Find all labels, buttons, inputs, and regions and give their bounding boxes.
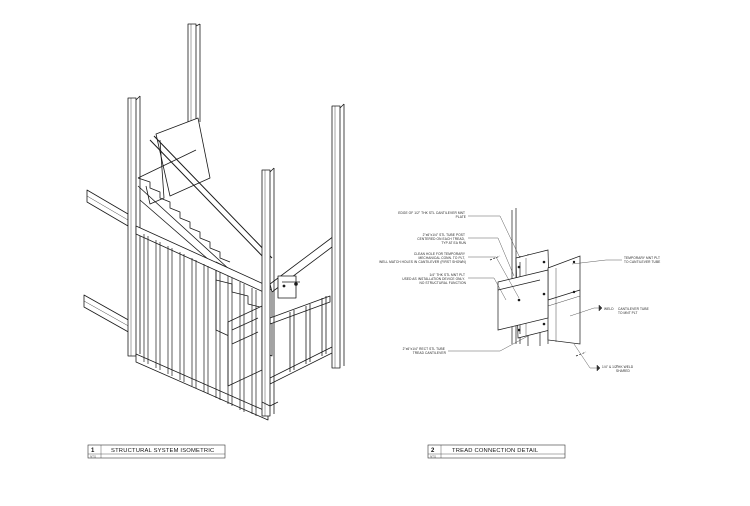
callout-mount-plate: 1/4" THK STL MNT PLT USED AS INSTALLATIO… bbox=[402, 273, 466, 285]
callouts-left: EDGE OF 1/2" THK STL CANTILEVER MNT PLAT… bbox=[379, 211, 466, 355]
callout-edge-plate: EDGE OF 1/2" THK STL CANTILEVER MNT PLAT… bbox=[398, 211, 466, 219]
right-landing-rail bbox=[269, 235, 337, 385]
drawing-1-scale: NTS bbox=[90, 454, 96, 458]
callouts-right: TEMPORARY MNT PLT TO CANTILEVER TUBE WEL… bbox=[602, 256, 661, 373]
tread-cantilever-tube bbox=[547, 255, 581, 345]
right-steel-column bbox=[331, 103, 345, 369]
mount-plate bbox=[497, 269, 549, 331]
drawing-2-number: 2 bbox=[431, 448, 435, 454]
callout-tread-cantilever: 2"x6"x1/4" RECT STL TUBE TREAD CANTILEVE… bbox=[403, 347, 447, 355]
callout-leaders bbox=[448, 215, 622, 369]
upper-steel-column bbox=[187, 23, 201, 125]
center-steel-column bbox=[261, 167, 275, 417]
callout-weld-tube: WELD CANTILEVER TUBE TO MNT PLT bbox=[604, 307, 650, 315]
tread-connection-detail bbox=[489, 208, 587, 357]
left-steel-column bbox=[127, 95, 141, 357]
callout-tube-post: 2"x6"x1/4" STL TUBE POST CENTERED ON EAC… bbox=[417, 233, 466, 245]
left-horizontal-beams bbox=[83, 189, 133, 335]
title-block-1: 1 STRUCTURAL SYSTEM ISOMETRIC NTS bbox=[87, 444, 226, 459]
structural-isometric-drawing bbox=[83, 23, 345, 421]
drawing-2-scale: NTS bbox=[430, 454, 436, 458]
drawing-2-title: TREAD CONNECTION DETAIL bbox=[452, 448, 539, 454]
callout-temp-mount: TEMPORARY MNT PLT TO CANTILEVER TUBE bbox=[624, 256, 661, 264]
upper-stair-flight bbox=[137, 117, 273, 281]
drawing-1-title: STRUCTURAL SYSTEM ISOMETRIC bbox=[111, 448, 214, 454]
weld-symbols bbox=[596, 304, 603, 372]
callout-weld-shared: 1/4" & 1/2" THK WELD SHARED bbox=[602, 365, 634, 373]
column-base bbox=[261, 401, 279, 407]
title-block-2: 2 TREAD CONNECTION DETAIL NTS bbox=[427, 444, 566, 459]
mount-plate-bolts bbox=[517, 260, 576, 332]
callout-clean-hole: CLEAN HOLE FOR TEMPORARY MECHANICAL CONN… bbox=[379, 252, 466, 264]
drawing-1-number: 1 bbox=[91, 448, 95, 454]
